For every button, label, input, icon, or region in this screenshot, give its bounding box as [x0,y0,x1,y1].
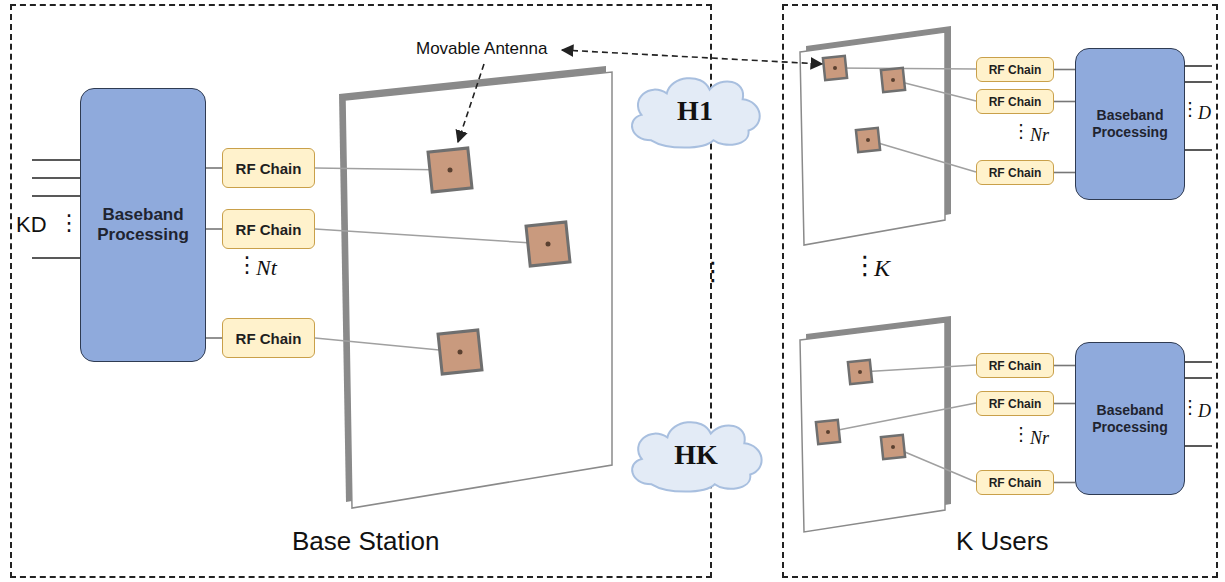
rf-chain-box: RF Chain [976,470,1054,495]
math-symbol: Nr [1030,429,1049,447]
baseband-box: Baseband Processing [1075,48,1185,200]
box-label: RF Chain [989,477,1042,489]
ellipsis-mark: ⋮ [236,254,258,276]
connector-line [206,228,222,230]
channel-cloud: H1 [622,70,768,152]
channel-cloud: HK [622,414,770,496]
connector-line [1054,403,1075,405]
math-symbol: Nr [1030,126,1049,144]
movable-antenna [428,56,905,459]
ellipsis-mark: ⋮ [1181,100,1199,118]
math-symbol: D [1198,402,1211,420]
antenna-feed-point [448,66,896,449]
ellipsis-mark: ⋮ [700,258,726,284]
channel-label: H1 [677,97,713,125]
math-symbol: K [874,256,890,280]
box-label: RF Chain [989,96,1042,108]
station-region: Base StationBaseband ProcessingRF ChainR… [10,4,712,578]
box-label: RF Chain [989,360,1042,372]
users-region: K UsersRF ChainRF ChainRF ChainBaseband … [782,4,1218,578]
region-title: Base Station [292,528,439,554]
rf-chain-box: RF Chain [976,57,1054,82]
connector-line [1054,69,1075,71]
box-label: RF Chain [989,64,1042,76]
connector-line [206,167,222,169]
rf-chain-box: RF Chain [222,318,315,358]
math-symbol: D [1198,104,1211,122]
box-label: RF Chain [236,222,302,237]
box-label: RF Chain [989,398,1042,410]
math-symbol: Nt [256,257,277,279]
box-label: Baseband Processing [81,205,205,246]
channel-label: HK [674,441,718,469]
ellipsis-mark: ⋮ [58,212,80,234]
connector-line [1054,365,1075,367]
rf-chain-box: RF Chain [222,209,315,249]
stream-line [32,66,1212,446]
rf-chain-box: RF Chain [976,391,1054,416]
ellipsis-mark: ⋮ [1181,398,1199,416]
ellipsis-mark: ⋮ [1012,122,1030,140]
antenna-panel [800,316,951,532]
annotation-label: Movable Antenna [416,40,547,57]
annotation-label: KD [16,214,47,236]
rf-chain-box: RF Chain [976,160,1054,185]
connector-line [1054,482,1075,484]
baseband-box: Baseband Processing [1075,342,1185,495]
connector-line [1054,101,1075,103]
baseband-box: Baseband Processing [80,88,206,362]
box-label: RF Chain [236,161,302,176]
region-title: K Users [956,528,1048,554]
ellipsis-mark: ⋮ [1012,425,1030,443]
box-label: RF Chain [989,167,1042,179]
box-label: Baseband Processing [1076,107,1184,141]
rf-chain-box: RF Chain [976,89,1054,114]
rf-chain-box: RF Chain [222,148,315,188]
antenna-panel [339,66,612,508]
box-label: Baseband Processing [1076,402,1184,436]
feed-line [315,68,976,482]
connector-line [1054,172,1075,174]
antenna-panel [800,26,951,245]
box-label: RF Chain [236,331,302,346]
connector-line [206,337,222,339]
rf-chain-box: RF Chain [976,353,1054,378]
